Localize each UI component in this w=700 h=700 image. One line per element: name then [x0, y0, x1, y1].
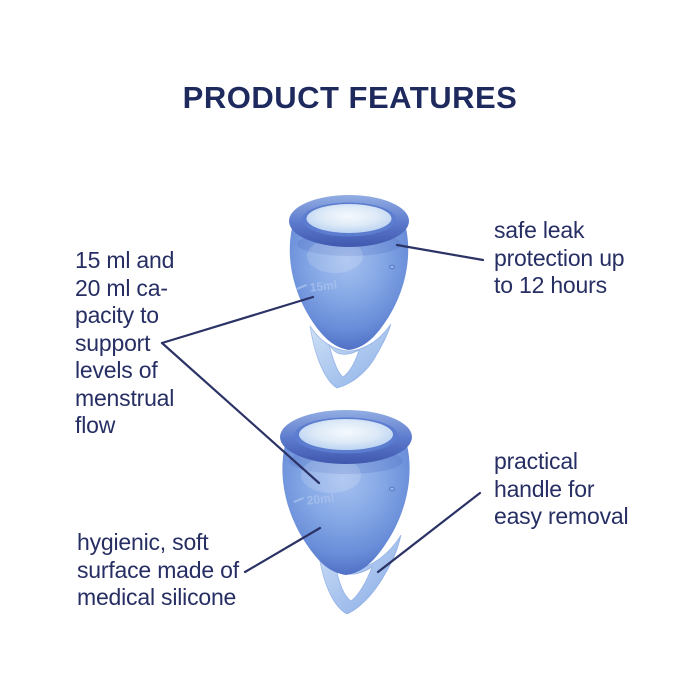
cup-small-air-hole	[389, 264, 395, 270]
menstrual-cup-large: 20ml	[280, 410, 412, 615]
capacity-marking-15ml: 15ml	[309, 278, 338, 295]
annotation-leak-protection: safe leak protection up to 12 hours	[494, 217, 625, 298]
page-title: PRODUCT FEATURES	[182, 80, 518, 115]
cup-small-body	[289, 222, 409, 350]
cup-small-opening	[306, 204, 392, 233]
annotation-hygienic-surface: hygienic, soft surface made of medical s…	[77, 529, 239, 610]
fill-line-mark	[296, 283, 307, 290]
cup-small-handle	[309, 323, 392, 389]
annotation-capacity: 15 ml and 20 ml ca- pacity to support le…	[75, 247, 175, 438]
annotation-practical-handle: practical handle for easy removal	[494, 448, 629, 529]
capacity-marking-20ml: 20ml	[306, 491, 335, 508]
cup-small-highlight	[307, 239, 363, 273]
fill-line-mark	[293, 496, 304, 503]
cup-large-opening	[299, 419, 393, 450]
menstrual-cup-small: 15ml	[289, 195, 409, 389]
cup-large-air-hole	[389, 486, 395, 492]
